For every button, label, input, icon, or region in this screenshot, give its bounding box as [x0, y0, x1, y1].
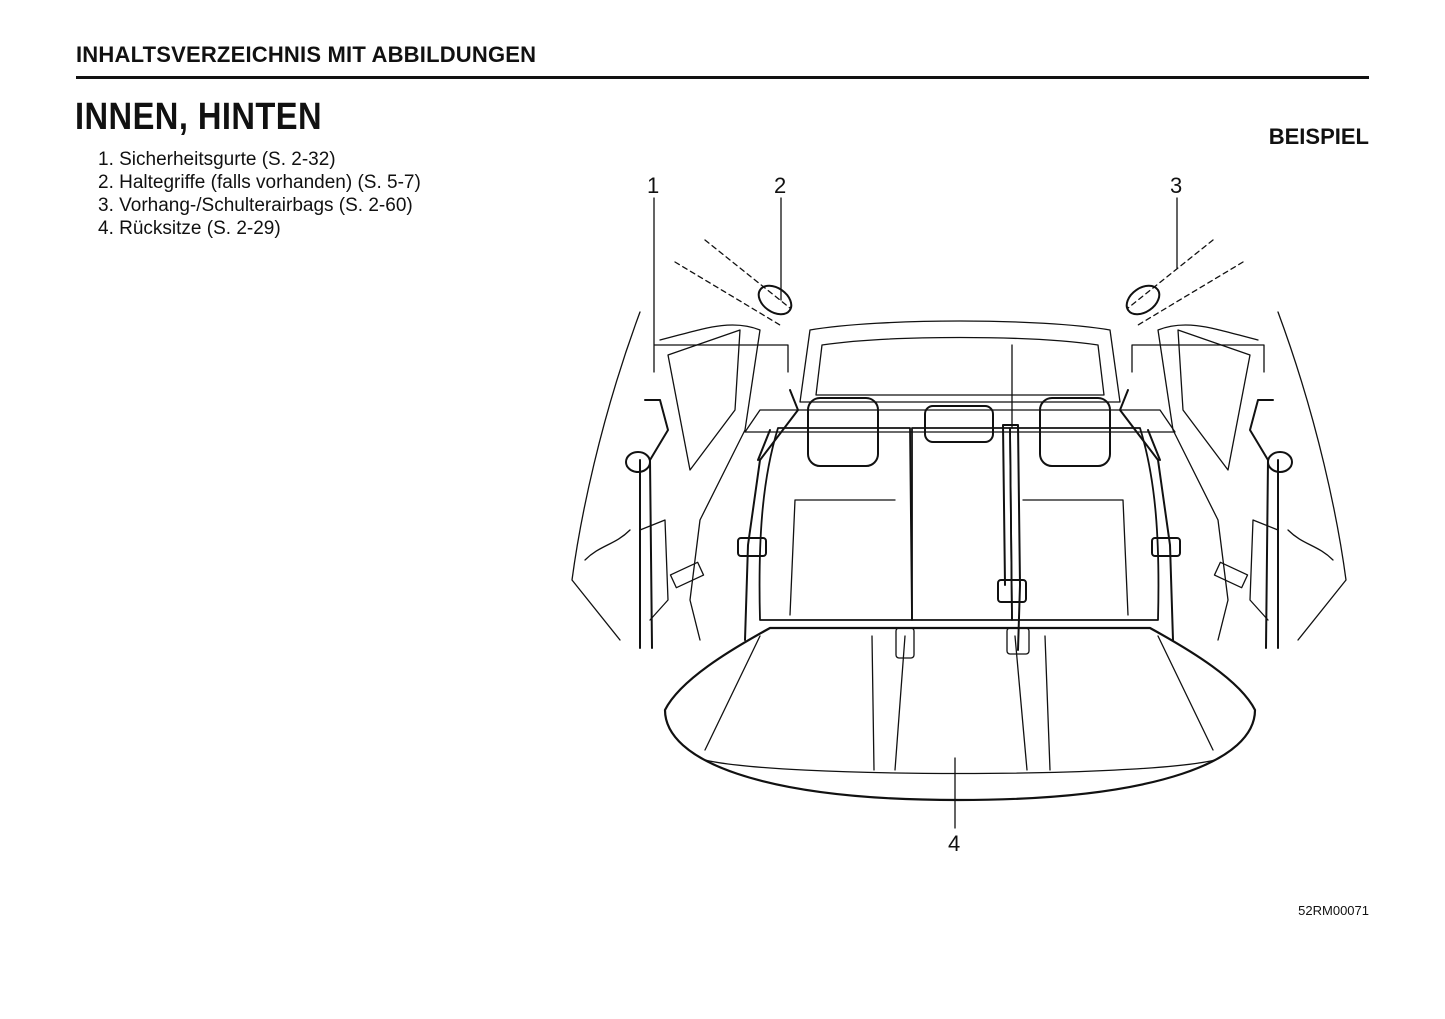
callout-label-1: 1 [647, 173, 659, 198]
right-outer-belt [1249, 399, 1279, 649]
right-seatback [1009, 427, 1160, 621]
right-grab-handle [1125, 239, 1244, 326]
left-seatback [758, 427, 913, 621]
left-belt-buckle [737, 537, 767, 557]
figure-code: 52RM00071 [1298, 903, 1369, 918]
rear-seat-diagram: 1 2 3 4 [571, 173, 1347, 856]
legend-item: 4. Rücksitze (S. 2-29) [98, 218, 281, 239]
cushion-side-seams [704, 635, 1214, 771]
left-belt-anchor [625, 451, 651, 473]
right-door-trim [1249, 519, 1279, 621]
cushion-front-seam [704, 759, 1216, 775]
left-window [667, 329, 741, 471]
left-door-trim [639, 519, 669, 621]
right-belt-buckle [1151, 537, 1181, 557]
right-inner-belt [1119, 389, 1174, 641]
left-door-switch [669, 561, 705, 589]
rear-window-frame [799, 320, 1121, 403]
left-inner-belt [744, 389, 799, 641]
center-belt [1002, 424, 1021, 651]
callout-label-2: 2 [774, 173, 786, 198]
right-c-pillar [1157, 324, 1259, 641]
callout-1b-line [1131, 344, 1265, 373]
left-c-pillar [659, 324, 761, 641]
right-belt-anchor [1267, 451, 1293, 473]
left-grab-handle [674, 239, 793, 326]
example-label: BEISPIEL [1268, 124, 1369, 149]
left-headrest [807, 397, 879, 467]
right-seatback-seam [1022, 499, 1129, 616]
right-window [1177, 329, 1251, 471]
center-belt-buckle [997, 579, 1027, 603]
left-wire [584, 529, 631, 561]
legend-list: 1. Sicherheitsgurte (S. 2-32) 2. Haltegr… [98, 148, 421, 240]
legend-item: 2. Haltegriffe (falls vorhanden) (S. 5-7… [98, 172, 421, 193]
right-door-switch [1213, 561, 1249, 589]
seat-cushion [663, 626, 1257, 802]
callout-1-line [653, 197, 789, 373]
legend-item: 1. Sicherheitsgurte (S. 2-32) [98, 149, 336, 170]
rear-window-inner [815, 336, 1105, 396]
left-outer-belt [639, 399, 669, 649]
page-title: INNEN, HINTEN [75, 96, 323, 138]
callout-label-4: 4 [948, 831, 960, 856]
section-header: INHALTSVERZEICHNIS MIT ABBILDUNGEN [76, 42, 537, 67]
left-body-outline [571, 311, 641, 641]
left-seatback-seam [789, 499, 896, 616]
right-headrest [1039, 397, 1111, 467]
header-rule [76, 76, 1369, 79]
right-body-outline [1277, 311, 1347, 641]
parcel-shelf [744, 409, 1176, 433]
center-headrest [924, 405, 994, 443]
legend-item: 3. Vorhang-/Schulterairbags (S. 2-60) [98, 195, 413, 216]
right-wire [1287, 529, 1334, 561]
callout-label-3: 3 [1170, 173, 1182, 198]
